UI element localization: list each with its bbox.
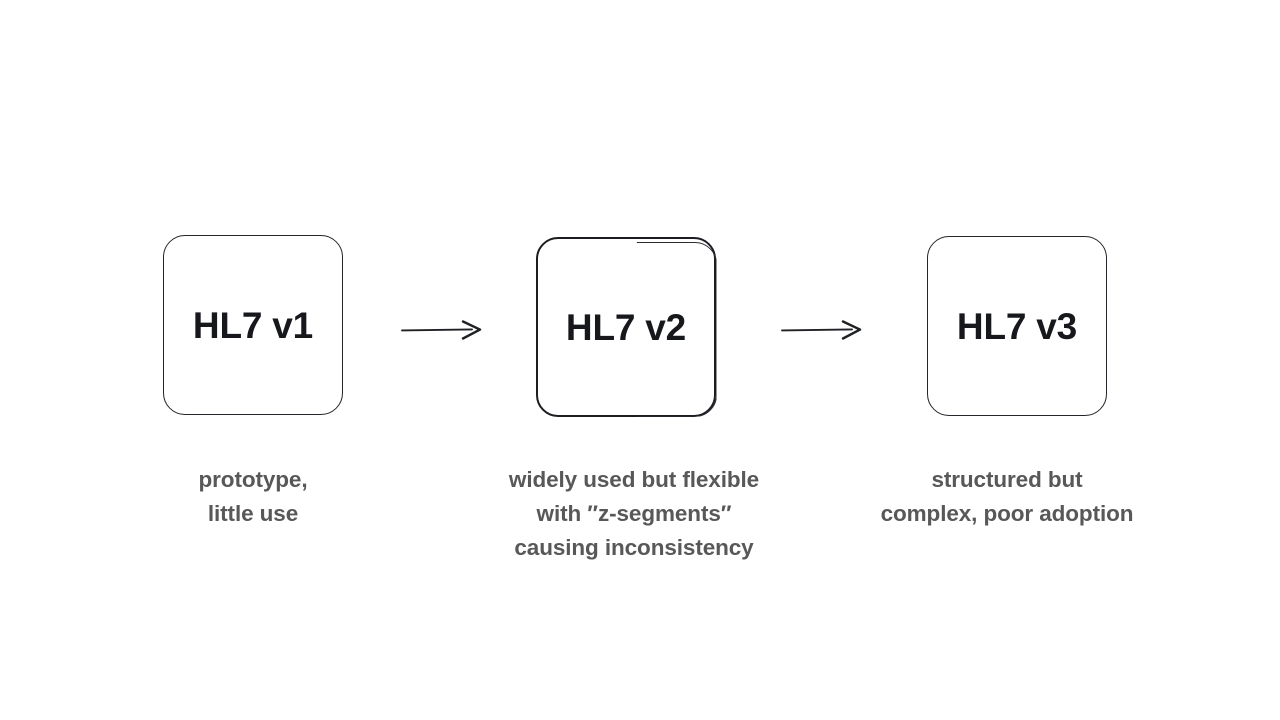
arrow-right-icon-1 [401,320,482,340]
node-hl7-v1[interactable]: HL7 v1 [163,235,343,415]
node-label-hl7-v3: HL7 v3 [956,305,1078,347]
node-label-hl7-v2: HL7 v2 [565,306,687,348]
caption-hl7-v3: structured but complex, poor adoption [880,467,1134,526]
caption-hl7-v2: widely used but flexible with ″z-segment… [508,467,760,560]
arrow-right-icon-2 [781,320,862,340]
caption-hl7-v1: prototype, little use [198,467,308,526]
node-hl7-v3[interactable]: HL7 v3 [927,236,1107,416]
node-hl7-v2[interactable]: HL7 v2 [536,237,716,417]
node-label-hl7-v1: HL7 v1 [192,304,314,346]
